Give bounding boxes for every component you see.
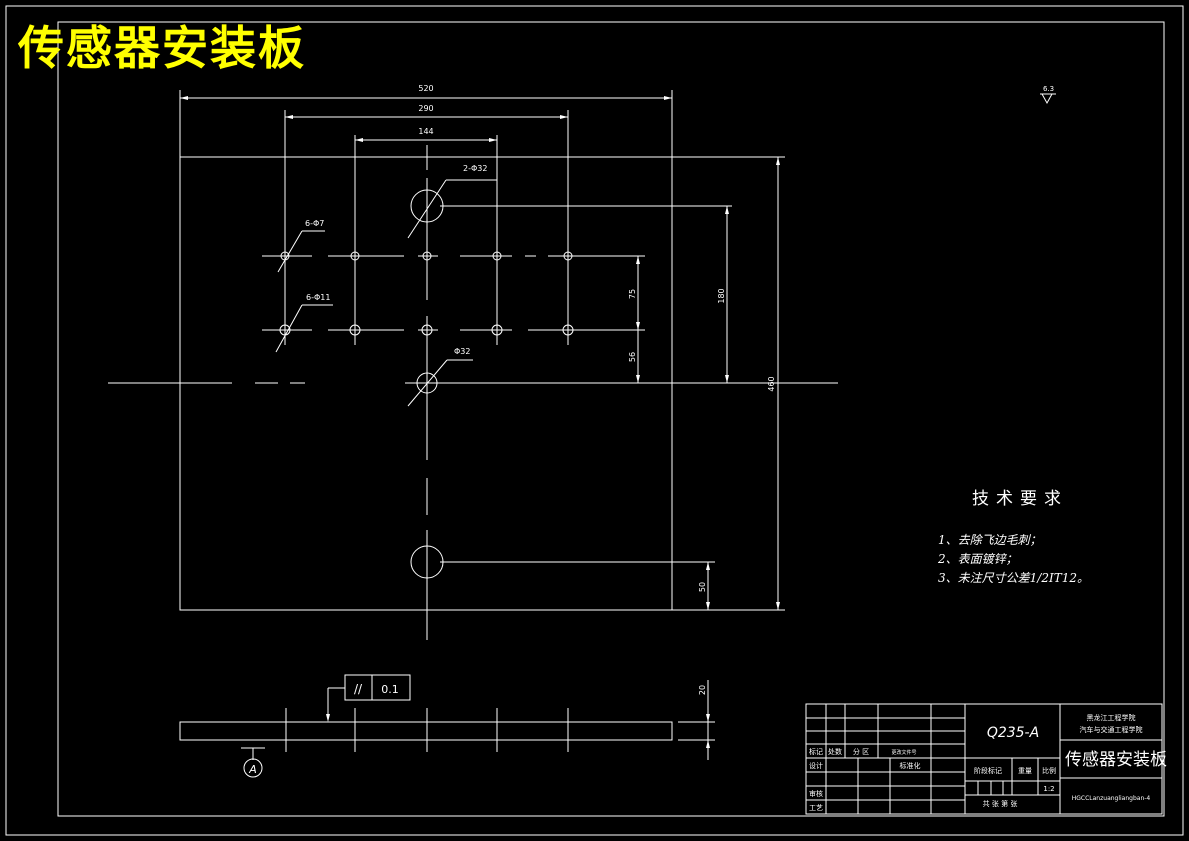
datum-label: A xyxy=(248,763,257,776)
tb-label-mark: 标记 xyxy=(809,747,823,756)
dim-hole-span-inner: 144 xyxy=(418,127,433,136)
callout-small-holes-1: 6-Φ7 xyxy=(305,219,324,228)
title-block-grid xyxy=(805,703,1163,815)
tech-requirements-title: 技术要求 xyxy=(972,489,1068,509)
leader-lines xyxy=(275,93,1056,407)
tb-part-name: 传感器安装板 xyxy=(1065,750,1167,770)
dim-hole-span-outer: 290 xyxy=(418,104,433,113)
dim-row-spacing: 75 xyxy=(628,289,637,299)
dim-row-to-center: 56 xyxy=(628,352,637,362)
tech-requirement-item: 1、去除飞边毛刺； xyxy=(938,533,1042,547)
dim-overall-width: 520 xyxy=(418,84,433,93)
dim-plate-thickness: 20 xyxy=(698,685,707,695)
tolerance-symbol: // xyxy=(354,682,363,696)
surface-finish: 6.3 xyxy=(1043,85,1054,93)
tb-label-stage-mark: 阶段标记 xyxy=(974,766,1002,775)
inner-border xyxy=(57,21,1165,817)
tb-label-design: 设计 xyxy=(809,761,823,770)
tb-label-review: 审核 xyxy=(809,789,823,798)
tb-scale: 1:2 xyxy=(1043,785,1054,793)
callout-small-holes-2: 6-Φ11 xyxy=(306,293,330,302)
leader-arrowhead xyxy=(326,714,330,722)
tb-material: Q235-A xyxy=(987,725,1039,741)
drawing-title: 传感器安装板 xyxy=(18,21,306,75)
arrowheads xyxy=(180,96,780,748)
callout-center-hole: Φ32 xyxy=(454,347,470,356)
tb-label-count: 处数 xyxy=(828,747,842,756)
tb-label-sheets: 共 张 第 张 xyxy=(983,799,1018,808)
tech-requirement-item: 3、未注尺寸公差1/2IT12。 xyxy=(938,571,1089,585)
tb-label-process: 工艺 xyxy=(809,804,823,812)
dim-overall-height: 460 xyxy=(767,376,776,391)
dimension-lines xyxy=(179,90,785,760)
tb-label-weight: 重量 xyxy=(1018,767,1032,775)
dim-vert-hole-span: 180 xyxy=(717,288,726,303)
tb-label-zone: 分 区 xyxy=(853,747,869,756)
tb-drawing-no: HGCCLanzuangliangban-4 xyxy=(1072,795,1151,802)
tech-requirement-item: 2、表面镀锌； xyxy=(938,552,1018,566)
tb-label-ratio: 比例 xyxy=(1042,766,1056,775)
tb-school-line1: 黑龙江工程学院 xyxy=(1087,713,1136,722)
side-view xyxy=(179,674,673,778)
center-lines xyxy=(108,145,838,640)
callout-big-holes: 2-Φ32 xyxy=(463,164,487,173)
dim-bottom-offset: 50 xyxy=(698,582,707,592)
tb-label-change-doc: 更改文件号 xyxy=(891,749,916,756)
tb-school-line2: 汽车与交通工程学院 xyxy=(1080,725,1143,734)
tolerance-value: 0.1 xyxy=(381,683,399,696)
tb-label-standardize: 标准化 xyxy=(900,761,921,770)
outer-border xyxy=(5,5,1184,836)
